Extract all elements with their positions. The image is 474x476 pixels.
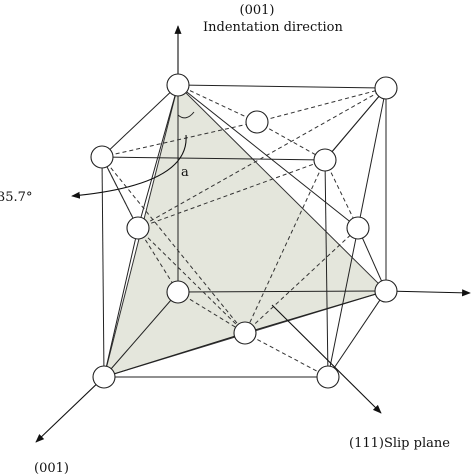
atom-right-face-center <box>346 216 370 240</box>
atoms <box>90 73 398 389</box>
down-left-arrow <box>35 376 105 443</box>
atom-top-front-left <box>90 145 114 169</box>
right-arrow <box>385 289 471 297</box>
bottom-axis-label: (001) <box>34 461 69 476</box>
angle-tick <box>177 111 195 119</box>
atom-back-bottom-right <box>374 279 398 303</box>
indentation-label: Indentation direction <box>203 20 343 35</box>
atom-top-front-right <box>313 148 337 172</box>
axis-arrows <box>35 25 471 443</box>
angle-value-label: 35.7° <box>0 190 32 205</box>
top-axis-label: (001) <box>240 3 275 18</box>
slip-plane-label: (111)Slip plane <box>349 436 450 451</box>
angle-arc-arrow <box>71 134 187 199</box>
atom-bottom-face-center <box>233 321 257 345</box>
atom-top-back-right <box>374 76 398 100</box>
atom-back-bottom-left <box>166 280 190 304</box>
angle-symbol-label: a <box>181 165 189 180</box>
atom-front-bottom-right <box>316 365 340 389</box>
atom-front-bottom-left <box>92 365 116 389</box>
atom-top-face-center <box>245 110 269 134</box>
inner-lines <box>101 84 387 378</box>
atom-top-back-left <box>166 73 190 97</box>
atom-left-face-center <box>126 216 150 240</box>
slip-normal-arrow <box>271 304 382 414</box>
